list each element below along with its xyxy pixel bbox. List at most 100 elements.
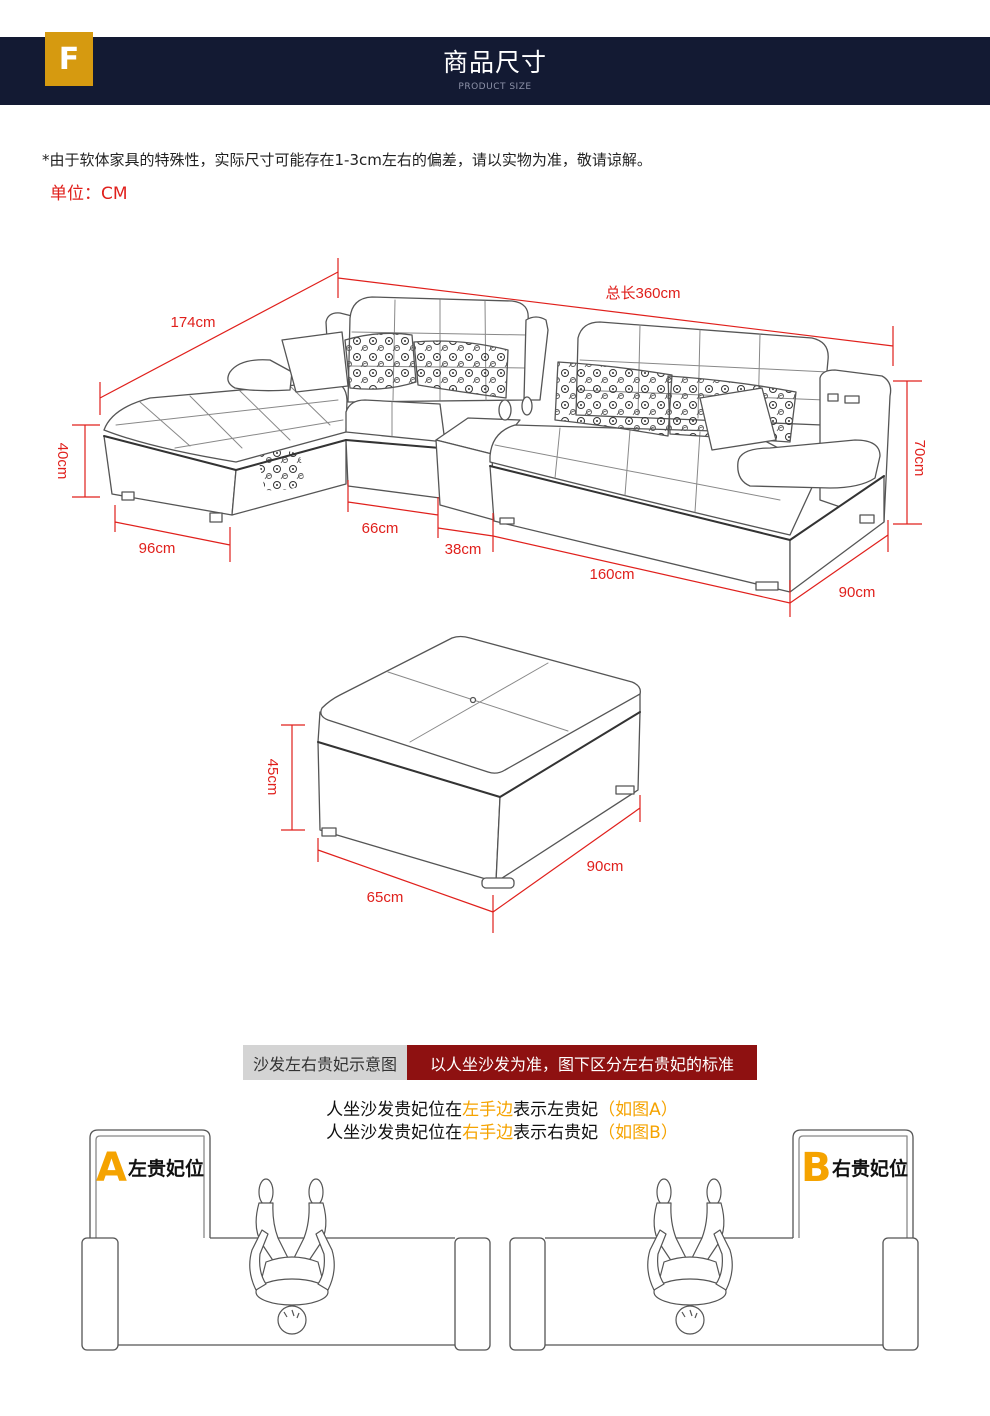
diagram-label-a: 左贵妃位	[128, 1158, 205, 1180]
dim-middle-seat	[347, 480, 439, 538]
sofa-left-arm-a	[81, 1237, 119, 1351]
label-total-length: 总长360cm	[605, 285, 680, 302]
floral-pillow	[554, 361, 673, 437]
guide-tag-gray: 沙发左右贵妃示意图	[243, 1045, 407, 1080]
right-arm	[713, 1229, 733, 1291]
dim-ottoman-height	[281, 724, 305, 831]
section-badge: F	[45, 32, 93, 86]
dim-main-seat	[492, 535, 791, 617]
chaise-inner-line-b	[798, 1135, 908, 1238]
size-disclaimer: *由于软体家具的特殊性，实际尺寸可能存在1-3cm左右的偏差，请以实物为准，敬请…	[42, 151, 652, 169]
guide-text: 人坐沙发贵妃位在	[326, 1100, 463, 1120]
right-chaise-diagram	[509, 1129, 919, 1351]
hair-texture	[681, 1309, 698, 1319]
chaise-guide-tags: 沙发左右贵妃示意图 以人坐沙发为准，图下区分左右贵妃的标准	[243, 1045, 757, 1080]
ottoman-dimension-lines	[281, 724, 641, 933]
chaise-outline-a	[89, 1129, 211, 1238]
label-seat-height: 40cm	[54, 443, 71, 480]
sofa-back-line-a	[118, 1237, 455, 1346]
sofa-leg	[499, 517, 515, 525]
label-middle-seat: 66cm	[362, 520, 399, 537]
ottoman-tufting	[387, 662, 569, 743]
ottoman-dimension-labels: 45cm 65cm 90cm	[264, 759, 623, 906]
ottoman-top	[320, 635, 641, 774]
label-chaise-width: 96cm	[139, 540, 176, 557]
sofa-dimension-labels: 总长360cm 174cm 40cm 70cm 96cm 66cm 38cm 1…	[54, 285, 928, 601]
dim-ottoman-width	[317, 838, 494, 933]
floral-pillow	[413, 340, 509, 399]
guide-highlight: 左手边	[462, 1100, 514, 1120]
left-arm	[249, 1229, 269, 1291]
label-chaise-length: 174cm	[170, 314, 215, 331]
diagram-label-b: 右贵妃位	[832, 1158, 909, 1180]
ottoman-sketch	[317, 635, 641, 889]
sofa-leg	[859, 514, 875, 524]
left-foot	[258, 1178, 274, 1206]
dim-total-length	[337, 258, 894, 366]
chaise-inner-line-a	[95, 1135, 205, 1238]
back-side-right	[523, 316, 549, 401]
floral-pillow	[344, 332, 417, 390]
shoulders	[255, 1278, 329, 1306]
dim-seat-height	[72, 424, 100, 498]
middle-seat-piping	[345, 439, 441, 449]
sectional-sofa-sketch	[103, 296, 892, 593]
guide-text: 人坐沙发贵妃位在	[326, 1123, 463, 1143]
seated-person-b	[647, 1178, 733, 1335]
dim-overall-height	[893, 380, 922, 525]
sofa-right-arm-a	[454, 1237, 491, 1351]
main-seat-piping	[489, 465, 885, 541]
middle-seat-cushion	[345, 399, 446, 443]
guide-line-left-chaise: 人坐沙发贵妃位在左手边表示左贵妃（如图A）	[0, 1099, 990, 1121]
dim-depth	[789, 520, 889, 604]
label-overall-height: 70cm	[911, 440, 928, 477]
label-depth: 90cm	[839, 584, 876, 601]
guide-line-right-chaise: 人坐沙发贵妃位在右手边表示右贵妃（如图B）	[0, 1122, 990, 1144]
plain-pillow-right	[699, 387, 777, 451]
right-arm	[315, 1229, 335, 1291]
label-main-seat: 160cm	[589, 566, 634, 583]
diagram-letter-b: B	[801, 1145, 832, 1191]
right-foot	[706, 1178, 722, 1206]
chaise-outline-b	[792, 1129, 914, 1238]
sofa-right-arm-b	[882, 1237, 919, 1351]
chaise-piping	[103, 435, 347, 471]
seated-person-a	[249, 1178, 335, 1335]
guide-text: 表示右贵妃	[513, 1123, 599, 1143]
chaise-tufting	[115, 385, 344, 449]
main-seat-tufting	[494, 427, 781, 513]
middle-seat-front	[345, 439, 441, 499]
dim-console	[437, 513, 494, 552]
right-foot	[308, 1178, 324, 1206]
guide-text: 表示左贵妃	[513, 1100, 599, 1120]
label-ottoman-height: 45cm	[264, 759, 281, 796]
arm-control-button	[827, 393, 839, 402]
ottoman-leg	[481, 877, 515, 889]
arm-usb-port	[844, 395, 860, 404]
label-ottoman-length: 90cm	[587, 858, 624, 875]
header-band	[0, 37, 990, 105]
left-arm	[647, 1229, 667, 1291]
label-console: 38cm	[445, 541, 482, 558]
unit-label: 单位：CM	[50, 184, 128, 204]
dim-chaise-length	[99, 271, 339, 415]
left-chaise-diagram	[81, 1129, 491, 1351]
dim-chaise-width	[114, 505, 231, 562]
console-front	[435, 439, 495, 521]
shoulders	[653, 1278, 727, 1306]
ottoman-leg	[321, 827, 337, 837]
sofa-left-arm-b	[509, 1237, 546, 1351]
guide-tag-red: 以人坐沙发为准，图下区分左右贵妃的标准	[407, 1045, 757, 1080]
headrest-pillow	[227, 359, 293, 392]
chaise-leg	[209, 512, 223, 523]
main-seat-cushion	[489, 424, 821, 536]
chaise-leg	[121, 491, 135, 501]
page-title: 商品尺寸	[442, 48, 547, 77]
ottoman-button	[469, 696, 477, 704]
page-subtitle: PRODUCT SIZE	[458, 82, 532, 92]
chaise-seat-cushion	[103, 381, 348, 463]
guide-ref: （如图A）	[598, 1100, 678, 1120]
diagram-letter-a: A	[96, 1145, 127, 1191]
sofa-leg	[755, 581, 779, 591]
